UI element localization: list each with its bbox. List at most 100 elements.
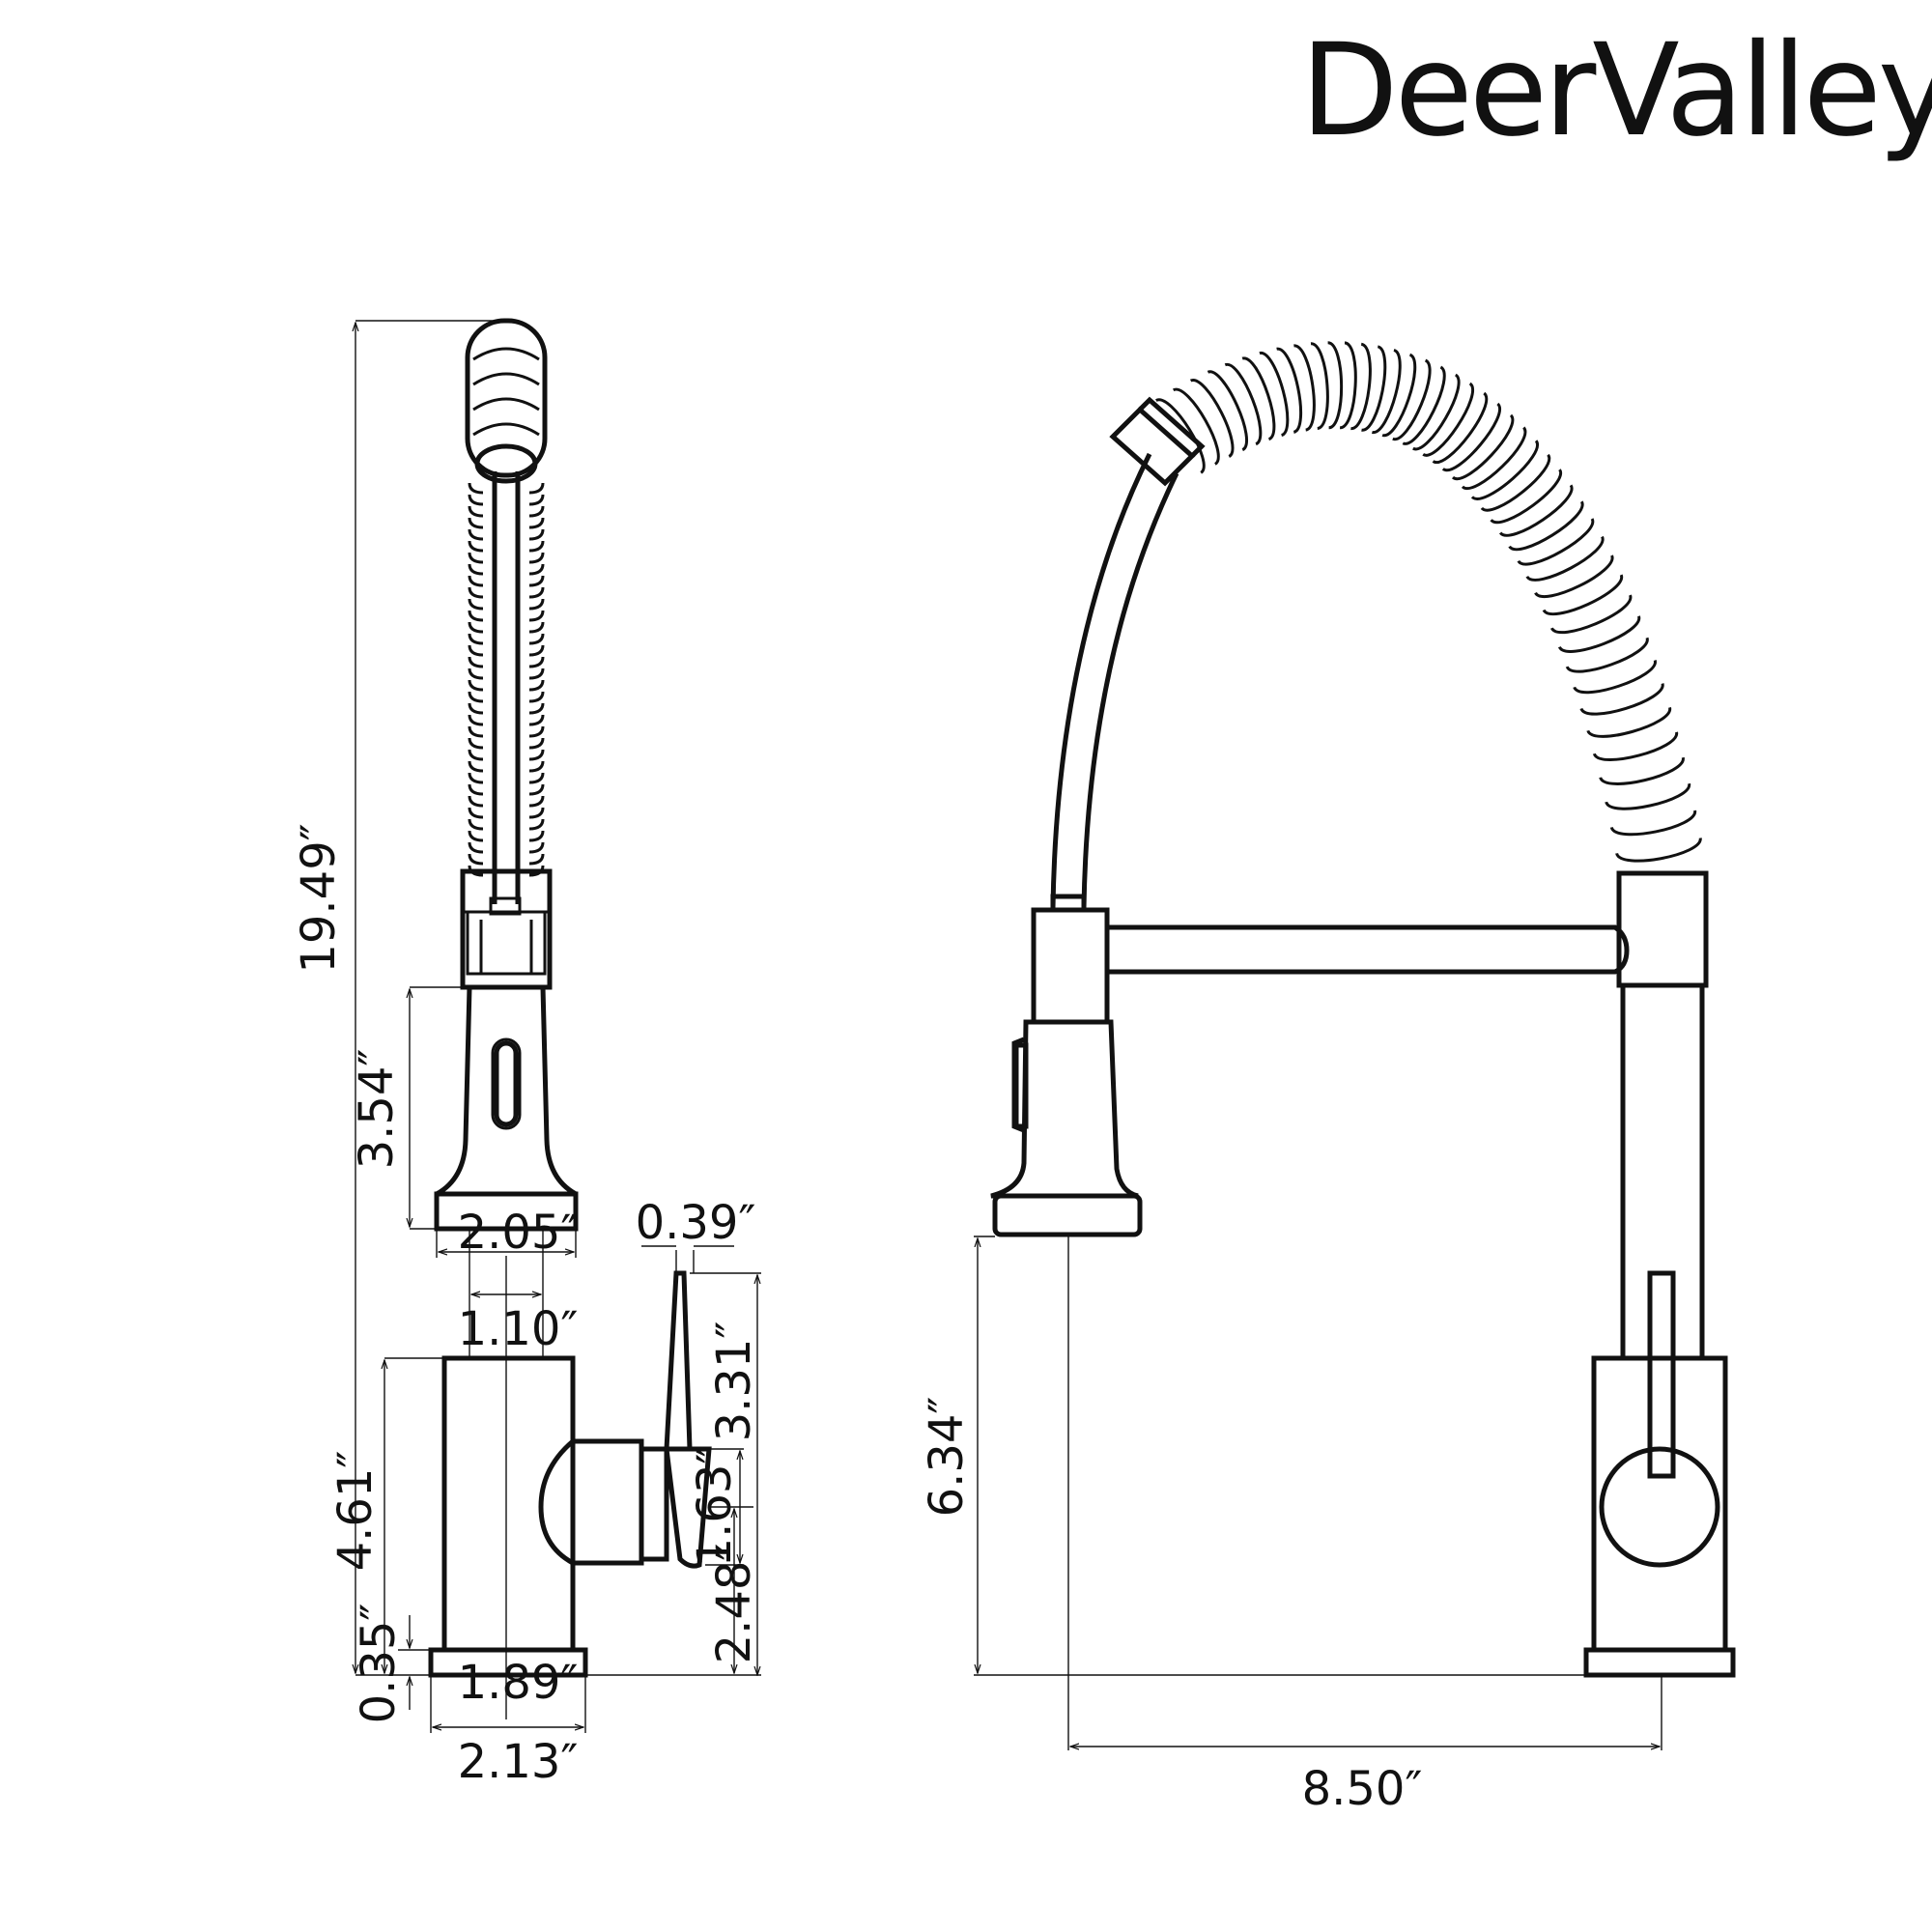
coil-loop (468, 528, 545, 541)
coil-loop (468, 795, 545, 808)
coil-loop (1350, 342, 1372, 431)
coil-loop (468, 644, 545, 657)
coil-loop (468, 517, 545, 529)
coil-loop (1558, 615, 1640, 653)
dim-lever-height: 3.31″ (707, 1321, 761, 1442)
coil-loop (1480, 453, 1551, 512)
dim-handle-hub-height: 1.63″ (688, 1447, 742, 1568)
side-spring-coil (468, 482, 545, 877)
front-column (1616, 870, 1709, 1358)
coil-loop (468, 598, 545, 611)
coil-loop (1579, 683, 1664, 716)
coil-loop (1361, 345, 1387, 432)
coil-loop (1534, 554, 1614, 599)
coil-loop (1508, 500, 1584, 552)
brand-logo: DeerValley® (1300, 27, 1932, 155)
coil-loop (1293, 344, 1316, 432)
coil-loop (468, 725, 545, 738)
dim-neck-width: 1.10″ (458, 1302, 579, 1356)
coil-loop (1451, 413, 1515, 481)
coil-loop (1615, 838, 1702, 863)
coil-loop (468, 737, 545, 750)
front-sprayer-holder (990, 907, 1143, 1237)
coil-loop (468, 505, 545, 518)
coil-loop (1573, 660, 1657, 695)
coil-loop (468, 783, 545, 796)
front-view: 6.34″ 8.50″ (920, 341, 1736, 1816)
coil-loop (1432, 391, 1489, 465)
coil-loop (1339, 341, 1357, 430)
coil-loop (1392, 358, 1432, 440)
coil-loop (468, 818, 545, 831)
coil-loop (1498, 484, 1574, 537)
front-spring-coil (1155, 341, 1702, 863)
coil-loop (1241, 356, 1276, 441)
coil-loop (468, 714, 545, 726)
coil-loop (468, 668, 545, 680)
side-sprayer-body (434, 984, 579, 1232)
dim-lever-width: 0.39″ (636, 1196, 756, 1250)
coil-loop (1276, 347, 1302, 434)
coil-loop (1310, 342, 1329, 430)
coil-loop (468, 656, 545, 668)
dim-overall-height: 19.49″ (292, 823, 346, 973)
coil-loop (1422, 382, 1474, 457)
coil-loop (468, 552, 545, 564)
front-spray-nozzle (1109, 396, 1206, 487)
coil-loop (1381, 353, 1417, 438)
coil-loop (468, 563, 545, 576)
dim-body-height: 4.61″ (328, 1451, 383, 1572)
front-hose (1050, 452, 1179, 913)
dim-base-thickness: 0.35″ (352, 1604, 406, 1724)
side-dimension-lines (355, 320, 761, 1733)
dim-base-width: 2.13″ (458, 1735, 579, 1789)
coil-loop (1461, 426, 1527, 491)
coil-loop (1259, 352, 1290, 438)
coil-loop (468, 830, 545, 842)
coil-loop (1525, 535, 1605, 582)
coil-loop (468, 760, 545, 773)
coil-loop (468, 621, 545, 634)
front-dimension-lines (974, 1236, 1660, 1747)
coil-loop (468, 749, 545, 761)
brand-name: DeerValley (1300, 16, 1932, 165)
coil-loop (1586, 706, 1672, 738)
coil-loop (1599, 756, 1685, 785)
coil-loop (1402, 365, 1446, 445)
coil-loop (468, 772, 545, 784)
coil-loop (468, 482, 545, 495)
coil-loop (1224, 363, 1263, 446)
coil-loop (468, 853, 545, 866)
coil-loop (468, 691, 545, 703)
coil-loop (1550, 594, 1633, 635)
coil-loop (468, 540, 545, 553)
coil-loop (468, 679, 545, 692)
coil-loop (468, 841, 545, 854)
coil-loop (1207, 370, 1249, 452)
side-inner-tube (489, 471, 522, 916)
side-holder-collar (460, 868, 553, 990)
coil-loop (468, 586, 545, 599)
coil-loop (468, 610, 545, 622)
side-view: 19.49″ 3.54″ 2.05″ 0.39″ 1.10″ 3.31″ 4.6… (292, 318, 761, 1789)
dim-handle-axis-height: 2.48″ (707, 1544, 761, 1664)
dim-spout-reach: 8.50″ (1302, 1762, 1423, 1816)
coil-loop (468, 633, 545, 645)
coil-loop (1517, 518, 1595, 566)
dim-sprayer-base-width: 2.05″ (458, 1206, 579, 1260)
coil-loop (1609, 810, 1697, 837)
coil-loop (1542, 574, 1623, 616)
front-base-body (1583, 1270, 1736, 1678)
dim-spout-clearance: 6.34″ (920, 1397, 974, 1518)
coil-loop (1172, 387, 1220, 466)
coil-loop (1470, 440, 1539, 500)
front-arm (1109, 924, 1630, 975)
coil-loop (468, 494, 545, 506)
coil-loop (1592, 731, 1678, 762)
coil-loop (1412, 373, 1461, 451)
coil-loop (1155, 398, 1206, 474)
coil-loop (468, 807, 545, 819)
coil-loop (468, 702, 545, 715)
coil-loop (1605, 782, 1691, 810)
